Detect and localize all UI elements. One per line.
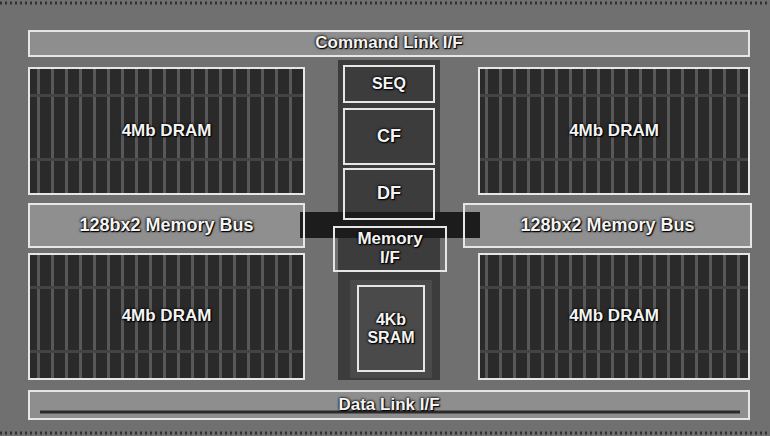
block-label: Command Link I/F: [315, 34, 462, 53]
dram-block: 4Mb DRAM: [478, 67, 750, 195]
dram-array: [478, 67, 750, 195]
block-label: SEQ: [372, 75, 406, 93]
block-label: 128bx2 Memory Bus: [79, 216, 253, 236]
dram-block: 4Mb DRAM: [478, 253, 750, 380]
link-band: [28, 390, 750, 420]
block-label: 4Kb SRAM: [363, 311, 419, 346]
link-band: [28, 30, 750, 57]
logic-block: DF: [343, 168, 435, 220]
block-label: CF: [377, 127, 401, 147]
dram-array: [28, 67, 305, 195]
dram-array: [28, 253, 305, 380]
block-label: Data Link I/F: [338, 396, 439, 415]
bus-band: [28, 203, 305, 248]
sram-array: [350, 280, 432, 378]
dram-array: [478, 253, 750, 380]
bus-band: [463, 203, 752, 248]
block-label: 4Mb DRAM: [122, 307, 212, 326]
dram-block: 4Mb DRAM: [28, 67, 305, 195]
bus-band: 128bx2 Memory Bus: [28, 203, 305, 248]
block-label: DF: [377, 184, 401, 204]
dram-block: 4Mb DRAM: [28, 253, 305, 380]
die-edge: [0, 432, 770, 435]
die-edge: [0, 2, 770, 5]
block-label: 128bx2 Memory Bus: [520, 216, 694, 236]
interface-band: Data Link I/F: [28, 390, 750, 420]
block-label: 4Mb DRAM: [569, 307, 659, 326]
logic-block: CF: [343, 108, 435, 165]
block-label: 4Mb DRAM: [569, 122, 659, 141]
block-label: 4Mb DRAM: [122, 122, 212, 141]
interface-block: Memory I/F: [333, 226, 447, 272]
sram-block: 4Kb SRAM: [357, 285, 425, 372]
logic-block: SEQ: [343, 65, 435, 103]
block-label: Memory I/F: [350, 230, 430, 267]
interface-band: Command Link I/F: [28, 30, 750, 57]
bus-band: 128bx2 Memory Bus: [463, 203, 752, 248]
